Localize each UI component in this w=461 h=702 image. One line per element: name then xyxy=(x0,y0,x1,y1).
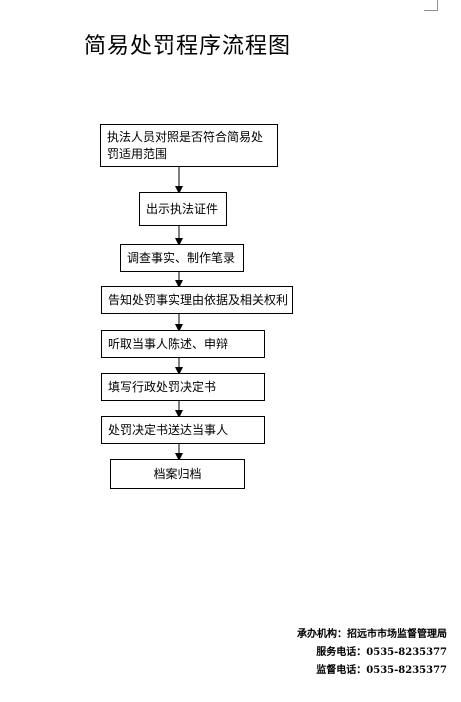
step-box-2: 出示执法证件 xyxy=(139,192,227,226)
step-box-7: 处罚决定书送达当事人 xyxy=(101,416,265,444)
step-label-8: 档案归档 xyxy=(153,466,202,481)
step-box-3: 调查事实、制作笔录 xyxy=(120,244,244,272)
step-label-4: 告知处罚事实理由依据及相关权利 xyxy=(108,292,289,307)
page-title: 简易处罚程序流程图 xyxy=(84,34,292,59)
footer-supervision-phone: 监督电话：0535-8235377 xyxy=(316,665,447,676)
step-label-7: 处罚决定书送达当事人 xyxy=(108,422,229,437)
step-label-6: 填写行政处罚决定书 xyxy=(108,379,217,394)
footer-organizer: 承办机构：招远市市场监督管理局 xyxy=(297,629,447,640)
step-box-4: 告知处罚事实理由依据及相关权利 xyxy=(101,286,293,314)
page-corner-mark xyxy=(424,0,438,11)
step-label-3: 调查事实、制作笔录 xyxy=(127,250,236,265)
step-box-8: 档案归档 xyxy=(110,459,245,489)
step-box-6: 填写行政处罚决定书 xyxy=(101,373,265,401)
footer-service-phone: 服务电话：0535-8235377 xyxy=(316,647,447,658)
footer-contact: 承办机构：招远市市场监督管理局 服务电话：0535-8235377 监督电话：0… xyxy=(297,626,447,680)
step-label-5: 听取当事人陈述、申辩 xyxy=(108,336,229,351)
step-box-5: 听取当事人陈述、申辩 xyxy=(101,330,265,358)
step-label-1: 执法人员对照是否符合简易处罚适用范围 xyxy=(107,129,264,161)
step-box-1: 执法人员对照是否符合简易处罚适用范围 xyxy=(100,124,278,167)
step-label-2: 出示执法证件 xyxy=(146,201,219,216)
